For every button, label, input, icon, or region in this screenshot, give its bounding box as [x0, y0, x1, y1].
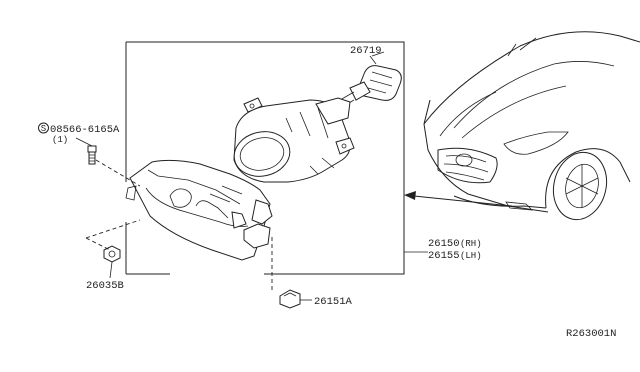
nut-alignment-line-2: [85, 237, 111, 251]
label-lamp-lh: 26155: [428, 250, 460, 262]
car-front-view: [423, 31, 640, 221]
label-bolt: 08566-6165A: [50, 124, 120, 136]
bolt-08566-6165A[interactable]: [87, 145, 97, 165]
label-lamp-rh: 26150: [428, 238, 460, 250]
label-lamp-lh-side: (LH): [460, 251, 482, 261]
nut-26035B[interactable]: [103, 245, 121, 263]
s-marker-letter: S: [41, 124, 46, 134]
bulb-26719[interactable]: [339, 55, 402, 107]
leader-bolt: [75, 137, 93, 147]
diagram-code: R263001N: [566, 328, 616, 340]
lamp-bracket[interactable]: [125, 159, 273, 261]
assembly-frame: [125, 41, 405, 275]
label-bolt-qty: (1): [52, 135, 68, 145]
clip-26151A[interactable]: [279, 289, 301, 309]
leader-nut: [109, 261, 113, 279]
bolt-alignment-line: [95, 159, 141, 187]
location-arrow: [404, 191, 513, 207]
label-bulb: 26719: [350, 45, 382, 57]
label-nut: 26035B: [86, 280, 124, 292]
s-marker-circle: [38, 122, 49, 134]
label-clip: 26151A: [314, 296, 353, 308]
label-lamp-rh-side: (RH): [460, 239, 482, 249]
leader-bulb: [371, 51, 385, 57]
fog-lamp-housing[interactable]: [230, 97, 355, 183]
nut-alignment-line-1: [85, 219, 141, 239]
